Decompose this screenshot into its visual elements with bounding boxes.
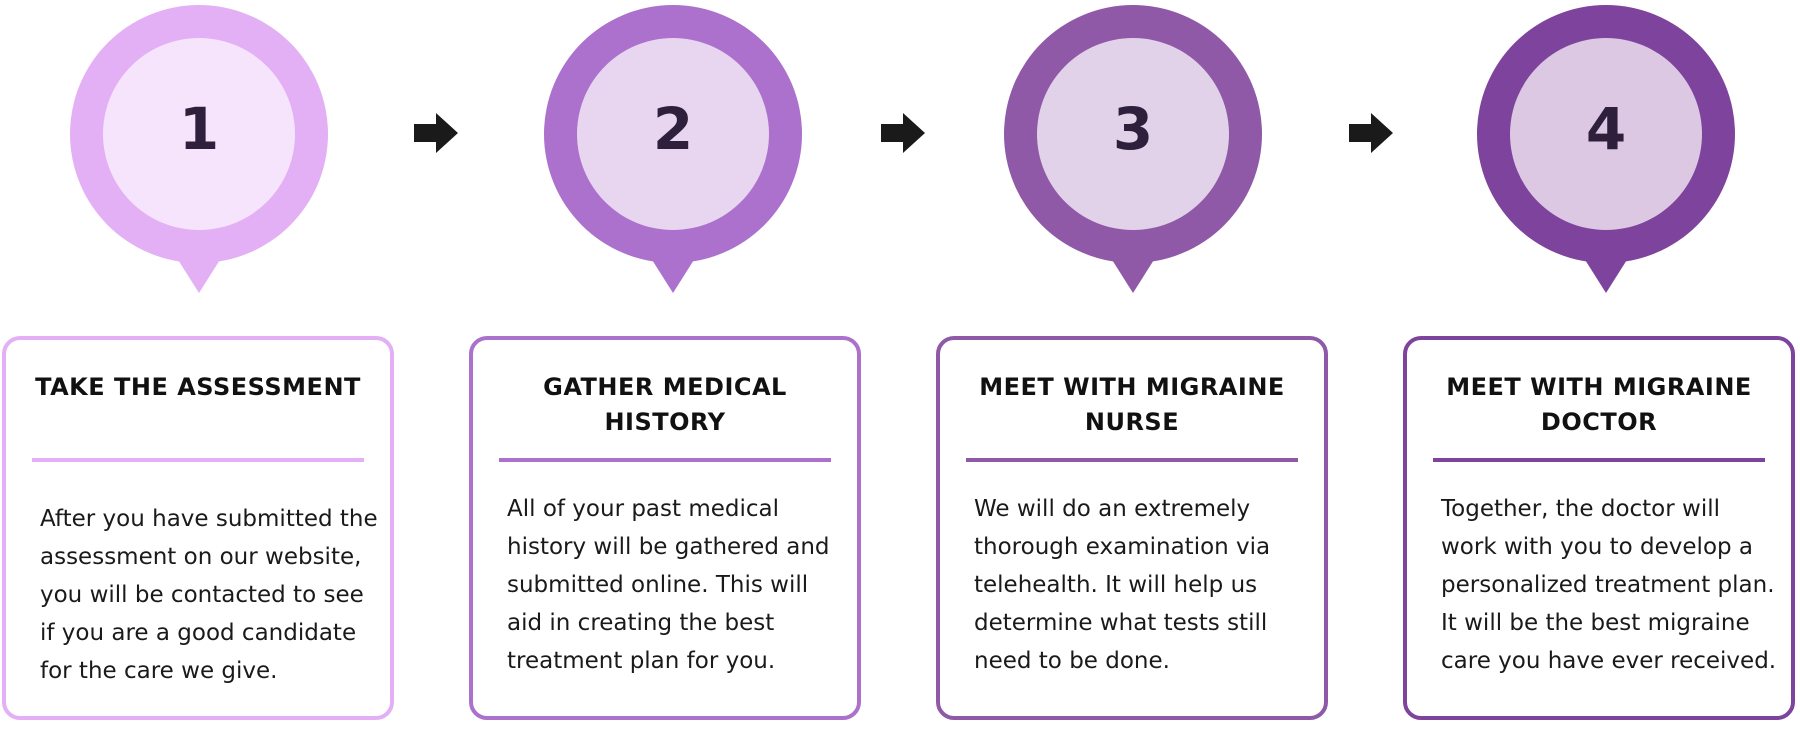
divider: [32, 458, 364, 462]
map-pin-icon: [70, 5, 328, 293]
step-4-number: 4: [1585, 95, 1627, 163]
step-2-card: GATHER MEDICAL HISTORY All of your past …: [469, 336, 861, 720]
step-4-title: MEET WITH MIGRAINE DOCTOR: [1446, 373, 1752, 436]
step-2-marker: 2: [544, 5, 802, 293]
step-1-marker: 1: [70, 5, 328, 293]
step-2-number: 2: [652, 95, 694, 163]
arrow-right-icon: [414, 113, 458, 153]
step-2-title: GATHER MEDICAL HISTORY: [543, 373, 787, 436]
step-4-marker: 4: [1477, 5, 1735, 293]
step-4-card: MEET WITH MIGRAINE DOCTOR Together, the …: [1403, 336, 1795, 720]
map-pin-icon: [544, 5, 802, 293]
step-1-description: After you have submitted the assessment …: [40, 506, 378, 684]
divider: [1433, 458, 1765, 462]
step-1-title: TAKE THE ASSESSMENT: [35, 373, 361, 401]
step-1-card: TAKE THE ASSESSMENT After you have submi…: [2, 336, 394, 720]
map-pin-icon: [1477, 5, 1735, 293]
step-2-description: All of your past medical history will be…: [507, 496, 830, 674]
step-3-title: MEET WITH MIGRAINE NURSE: [979, 373, 1285, 436]
step-3-card: MEET WITH MIGRAINE NURSE We will do an e…: [936, 336, 1328, 720]
step-3-marker: 3: [1004, 5, 1262, 293]
arrow-right-icon: [881, 113, 925, 153]
arrow-right-icon: [1349, 113, 1393, 153]
step-3-description: We will do an extremely thorough examina…: [974, 496, 1271, 674]
step-3-number: 3: [1112, 95, 1154, 163]
divider: [966, 458, 1298, 462]
step-4-description: Together, the doctor will work with you …: [1441, 496, 1777, 674]
divider: [499, 458, 831, 462]
map-pin-icon: [1004, 5, 1262, 293]
step-1-number: 1: [178, 95, 220, 163]
